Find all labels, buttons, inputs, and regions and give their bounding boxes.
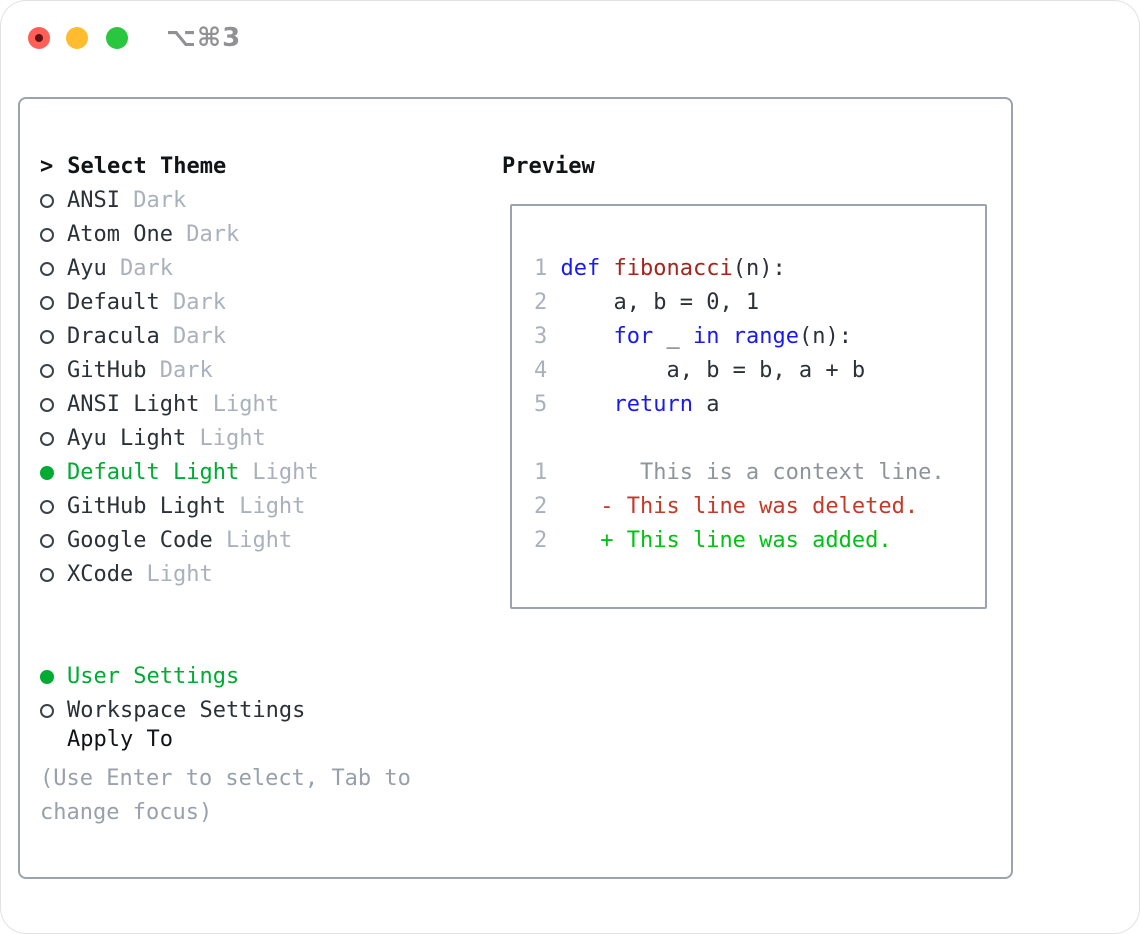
option-label: ANSI Light Light bbox=[67, 392, 279, 417]
radio-selected-icon bbox=[40, 670, 54, 684]
radio-icon bbox=[40, 704, 54, 718]
theme-option-ayu-light[interactable]: Ayu Light Light bbox=[40, 422, 266, 456]
radio-icon bbox=[40, 432, 54, 446]
window-title: ⌥⌘3 bbox=[166, 23, 242, 53]
title-bar: ⌥⌘3 bbox=[0, 0, 1140, 78]
radio-icon bbox=[40, 568, 54, 582]
option-label: ANSI Dark bbox=[67, 188, 187, 213]
radio-icon bbox=[40, 330, 54, 344]
apply-option-user-settings[interactable]: User Settings bbox=[40, 660, 239, 694]
theme-option-ayu[interactable]: Ayu Dark bbox=[40, 252, 173, 286]
theme-option-github-light[interactable]: GitHub Light Light bbox=[40, 490, 305, 524]
apply-option-workspace-settings[interactable]: Workspace Settings bbox=[40, 694, 305, 728]
option-label: GitHub Dark bbox=[67, 358, 213, 383]
theme-option-xcode[interactable]: XCode Light bbox=[40, 558, 213, 592]
radio-icon bbox=[40, 500, 54, 514]
theme-option-atom-one[interactable]: Atom One Dark bbox=[40, 218, 239, 252]
minimize-button[interactable] bbox=[66, 27, 88, 49]
code-line: 2 a, b = 0, 1 bbox=[534, 290, 760, 315]
radio-icon bbox=[40, 228, 54, 242]
option-label: Google Code Light bbox=[67, 528, 293, 553]
option-label: Dracula Dark bbox=[67, 324, 226, 349]
radio-icon bbox=[40, 364, 54, 378]
code-line bbox=[534, 422, 945, 456]
select-theme-header: > Select Theme bbox=[40, 150, 226, 184]
option-label: Default Dark bbox=[67, 290, 226, 315]
help-text: (Use Enter to select, Tab to change focu… bbox=[40, 766, 411, 825]
picker-title: Select Theme bbox=[67, 154, 227, 179]
radio-icon bbox=[40, 262, 54, 276]
code-line: 2 - This line was deleted. bbox=[534, 494, 919, 519]
theme-option-google-code[interactable]: Google Code Light bbox=[40, 524, 292, 558]
code-line: 4 a, b = b, a + b bbox=[534, 358, 866, 383]
selection-prompt: > bbox=[40, 154, 54, 179]
zoom-button[interactable] bbox=[106, 27, 128, 49]
option-label: XCode Light bbox=[67, 562, 213, 587]
option-label: Ayu Dark bbox=[67, 256, 173, 281]
preview-box: 1 def fibonacci(n): 2 a, b = 0, 1 3 for _ … bbox=[510, 204, 987, 609]
preview-title: Preview bbox=[502, 154, 595, 179]
radio-icon bbox=[40, 194, 54, 208]
apply-to-title: Apply To bbox=[67, 727, 173, 752]
code-line: 1 This is a context line. bbox=[534, 460, 945, 485]
close-button[interactable] bbox=[28, 27, 50, 49]
theme-option-ansi[interactable]: ANSI Dark bbox=[40, 184, 186, 218]
preview-code: 1 def fibonacci(n): 2 a, b = 0, 1 3 for _ … bbox=[534, 252, 945, 558]
theme-option-ansi-light[interactable]: ANSI Light Light bbox=[40, 388, 279, 422]
code-line: 3 for _ in range(n): bbox=[534, 324, 852, 349]
radio-selected-icon bbox=[40, 466, 54, 480]
theme-option-default-light[interactable]: Default Light Light bbox=[40, 456, 319, 490]
radio-icon bbox=[40, 296, 54, 310]
radio-icon bbox=[40, 534, 54, 548]
code-line: 5 return a bbox=[534, 392, 720, 417]
option-label: Atom One Dark bbox=[67, 222, 240, 247]
code-line: 1 def fibonacci(n): bbox=[534, 256, 786, 281]
theme-option-dracula[interactable]: Dracula Dark bbox=[40, 320, 226, 354]
option-label: Workspace Settings bbox=[67, 698, 306, 723]
option-label: GitHub Light Light bbox=[67, 494, 306, 519]
code-line: 2 + This line was added. bbox=[534, 528, 892, 553]
theme-option-default[interactable]: Default Dark bbox=[40, 286, 226, 320]
option-label: Ayu Light Light bbox=[67, 426, 266, 451]
radio-icon bbox=[40, 398, 54, 412]
option-label: Default Light Light bbox=[67, 460, 319, 485]
option-label: User Settings bbox=[67, 664, 240, 689]
close-dot-icon bbox=[35, 34, 43, 42]
theme-option-github[interactable]: GitHub Dark bbox=[40, 354, 213, 388]
